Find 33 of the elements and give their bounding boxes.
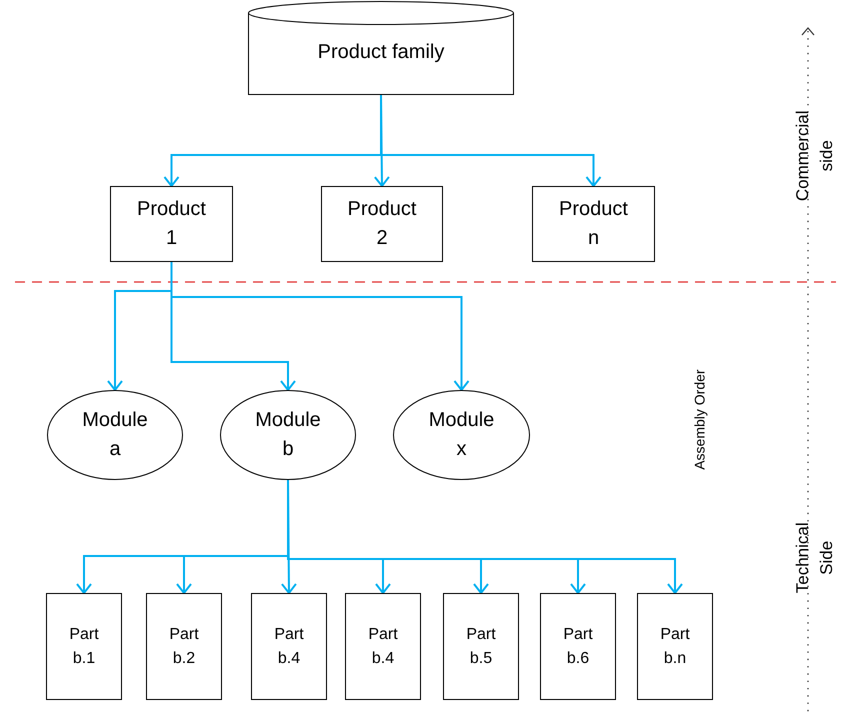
process-box [345,593,421,700]
process-box [251,593,327,700]
node-label: Module x [428,408,496,462]
node-label: Part b.6 [562,625,594,668]
node-label: Part b.1 [68,625,100,668]
process-box [321,186,443,262]
connector-arrow [170,262,470,391]
node-label: Product family [318,40,444,64]
side-label: Assembly Order [690,368,708,472]
node-label: Module b [254,408,322,462]
node-label: Part b.2 [168,625,200,668]
node-label: Part b.n [659,625,691,668]
node-label: Module a [81,408,149,462]
node-label: Product 1 [136,197,207,251]
process-box [46,593,122,700]
side-label: Commercial side [792,110,837,204]
process-box [146,593,222,700]
node-label: Part b.4 [367,625,399,668]
node-label: Product 2 [346,197,418,251]
database-cylinder [248,1,514,95]
process-box [443,593,519,700]
module-ellipse [393,390,530,480]
process-box [637,593,713,700]
side-label: Technical Side [792,522,837,596]
process-box [540,593,616,700]
module-ellipse [220,390,356,480]
node-label: Part b.4 [273,625,305,668]
process-box [532,186,655,262]
node-label: Product n [558,197,629,251]
module-ellipse [47,390,183,480]
process-box [110,186,233,262]
connector-arrow [380,95,602,187]
node-label: Part b.5 [465,625,497,668]
